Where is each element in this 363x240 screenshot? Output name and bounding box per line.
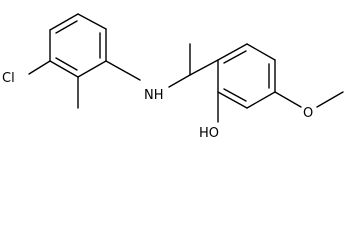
hydroxyl-atom-label: HO [199, 126, 219, 141]
aryl-nh-bond [105, 60, 141, 81]
chemical-structure: Cl NH HO O [2, 13, 344, 141]
methoxy-methyl-bond [316, 91, 344, 108]
methoxy-o-bond [274, 91, 302, 108]
aryl-ring-left [49, 13, 107, 78]
aryl-ring-right [217, 43, 276, 109]
amine-atom-label: NH [144, 88, 164, 103]
chlorine-atom-label: Cl [2, 71, 15, 86]
ch-aryl-bond [189, 59, 219, 76]
ether-oxygen-atom-label: O [303, 106, 313, 121]
chloro-bond [28, 60, 51, 75]
nh-ch-bond [168, 74, 191, 88]
